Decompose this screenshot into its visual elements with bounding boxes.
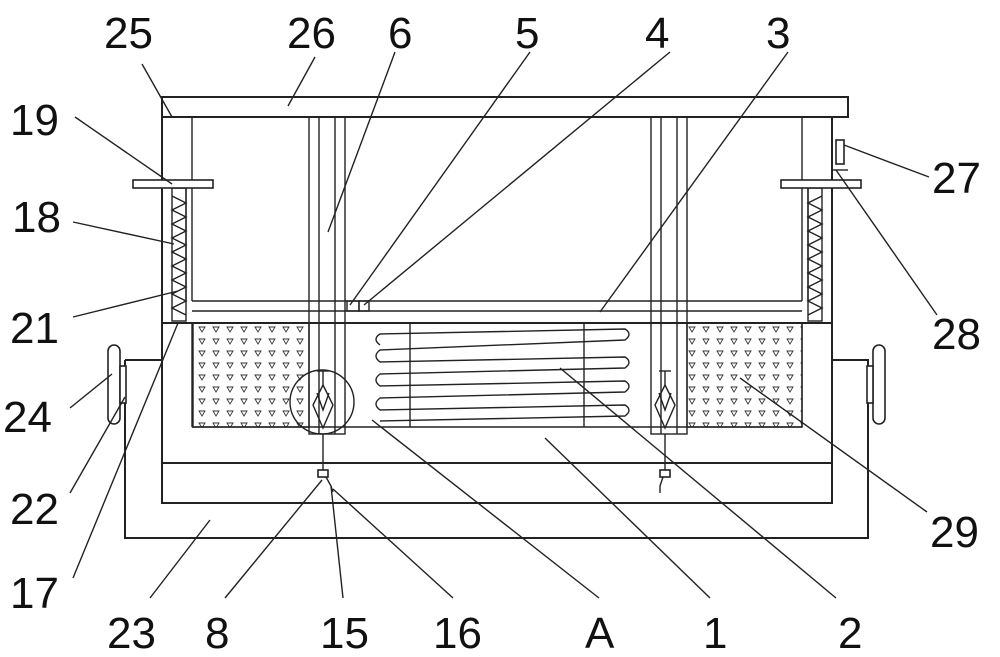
upper-box <box>162 117 832 323</box>
right-spring <box>808 188 822 321</box>
label-3: 3 <box>766 9 790 58</box>
label-29: 29 <box>930 508 979 557</box>
left-rod <box>309 117 345 434</box>
label-15: 15 <box>320 609 369 657</box>
label-27: 27 <box>932 154 981 203</box>
small-block-5 <box>347 301 359 311</box>
right-filter-block <box>687 323 802 427</box>
right-knob-stem <box>867 366 873 403</box>
right-clamp <box>655 371 675 493</box>
label-2: 2 <box>838 609 862 657</box>
label-1: 1 <box>703 609 727 657</box>
shelf-plate <box>192 301 802 311</box>
label-16: 16 <box>433 609 482 657</box>
label-6: 6 <box>388 9 412 58</box>
label-28: 28 <box>932 310 981 359</box>
right-handle <box>781 180 861 188</box>
label-21: 21 <box>10 304 59 353</box>
label-24: 24 <box>3 393 52 442</box>
label-23: 23 <box>107 609 156 657</box>
label-8: 8 <box>205 609 229 657</box>
left-knob <box>108 345 120 424</box>
label-5: 5 <box>515 9 539 58</box>
right-bracket <box>836 140 844 164</box>
right-knob <box>873 345 885 424</box>
label-18: 18 <box>12 193 61 242</box>
label-25: 25 <box>104 9 153 58</box>
label-A: A <box>585 609 615 657</box>
coil-assembly <box>376 323 629 427</box>
top-plate <box>162 97 848 117</box>
left-handle <box>133 180 213 188</box>
right-rod <box>651 117 687 434</box>
label-22: 22 <box>10 485 59 534</box>
label-19: 19 <box>10 96 59 145</box>
label-4: 4 <box>645 9 669 58</box>
left-spring <box>172 188 186 321</box>
label-17: 17 <box>10 569 59 618</box>
label-26: 26 <box>287 9 336 58</box>
